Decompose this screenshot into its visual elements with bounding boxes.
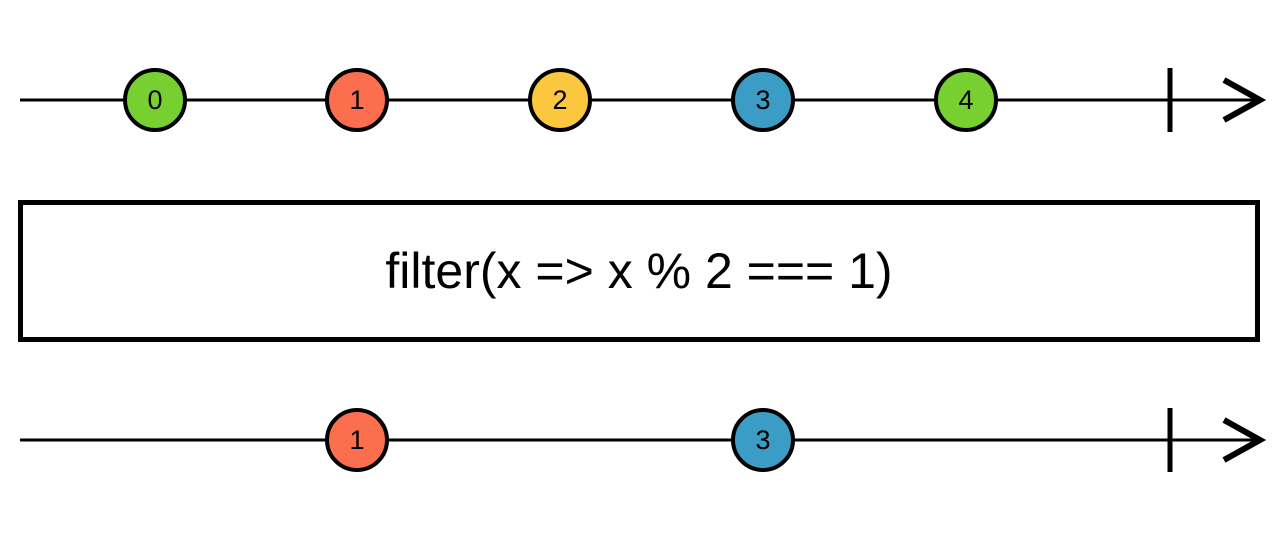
arrowhead-icon	[1222, 77, 1267, 123]
marble-0[interactable]: 0	[123, 68, 187, 132]
marble-3: 3	[731, 408, 795, 472]
arrowhead-icon	[1222, 417, 1267, 463]
marble-1: 1	[325, 408, 389, 472]
operator-box: filter(x => x % 2 === 1)	[18, 200, 1260, 342]
operator-label: filter(x => x % 2 === 1)	[385, 243, 893, 299]
source-timeline: 0 1 2 3 4	[0, 68, 1280, 132]
marble-value: 2	[552, 84, 568, 115]
marble-4[interactable]: 4	[934, 68, 998, 132]
marble-value: 0	[147, 84, 163, 115]
marble-value: 3	[755, 84, 771, 115]
marble-value: 4	[958, 84, 974, 115]
marble-1[interactable]: 1	[325, 68, 389, 132]
marble-3[interactable]: 3	[731, 68, 795, 132]
marble-2[interactable]: 2	[528, 68, 592, 132]
source-timeline-axis	[20, 68, 1267, 132]
marble-value: 1	[349, 424, 365, 455]
marble-value: 3	[755, 424, 771, 455]
output-timeline-axis	[20, 408, 1267, 472]
marble-value: 1	[349, 84, 365, 115]
